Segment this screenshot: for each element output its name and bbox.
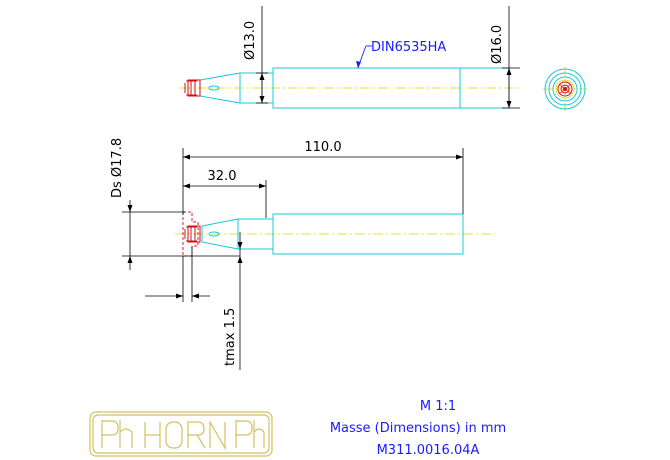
top-coolant-hole [208,85,220,91]
dim-tmax: tmax 1.5 [145,232,243,370]
label-tmax: tmax 1.5 [223,308,238,366]
dim-length-32: 32.0 [183,169,267,218]
bottom-view: 110.0 32.0 Ds Ø17.8 [110,138,495,370]
label-ds: Ds Ø17.8 [110,138,125,198]
label-len110: 110.0 [304,140,341,155]
bottom-insert [184,225,201,243]
label-dia16: Ø16.0 [490,25,505,64]
label-dia13: Ø13.0 [243,21,258,60]
horn-logo [89,411,273,457]
dim-length-110: 110.0 [182,140,464,215]
label-din: DIN6535HA [371,40,446,55]
footer: M 1:1 Masse (Dimensions) in mm M311.0016… [330,399,506,458]
end-view [543,67,587,111]
scale-label: M 1:1 [420,399,456,414]
top-insert [184,79,201,97]
dim-swing-diameter: Ds Ø17.8 [110,138,240,270]
din-leader: DIN6535HA [356,40,446,69]
dim-diameter-16: Ø16.0 [490,6,520,109]
part-number-label: M311.0016.04A [377,443,480,458]
dim-diameter-13: Ø13.0 [243,6,268,104]
bottom-head [201,218,239,250]
bottom-coolant-hole [208,231,220,237]
units-label: Masse (Dimensions) in mm [330,421,506,436]
top-view: Ø13.0 Ø16.0 DIN6535HA [180,6,520,109]
label-len32: 32.0 [208,169,237,184]
